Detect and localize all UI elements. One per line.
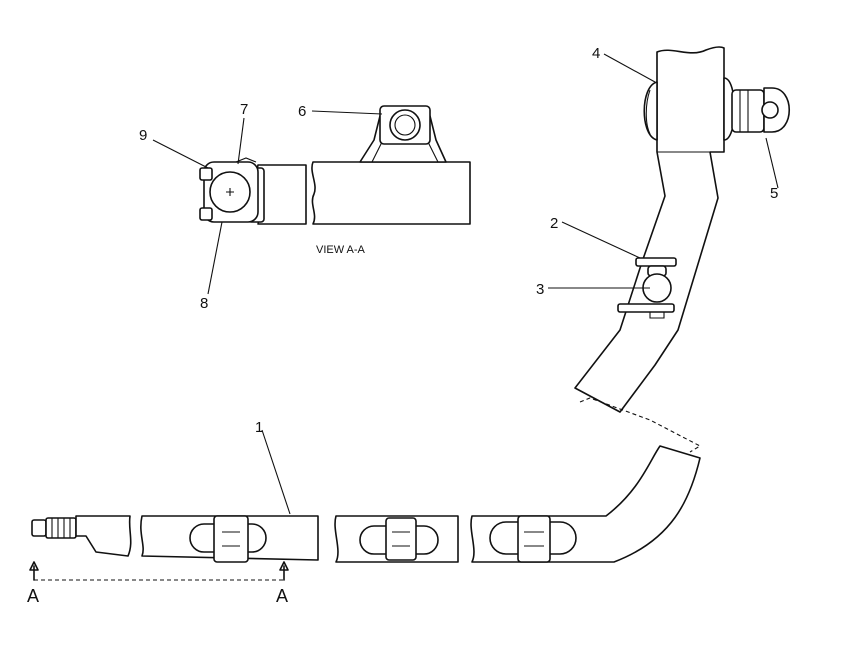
- section-label-left: A: [27, 586, 39, 606]
- callout-4: 4: [592, 45, 600, 62]
- mount-bracket: [359, 105, 447, 163]
- clamp-assembly: [199, 157, 265, 223]
- eye-fitting: [723, 77, 791, 141]
- end-cap: [643, 81, 658, 141]
- clip-block-2: [359, 517, 439, 561]
- upper-arm-assembly: 4 5 2 3: [536, 45, 791, 413]
- callout-1: 1: [255, 419, 263, 436]
- clip-block-1: [189, 515, 267, 563]
- callout-8: 8: [200, 295, 208, 312]
- callout-7: 7: [240, 101, 248, 118]
- section-label-right: A: [276, 586, 288, 606]
- stud-assembly: [617, 257, 677, 319]
- clip-block-3: [489, 515, 577, 563]
- tube-end-fitting: [31, 515, 132, 557]
- callout-3: 3: [536, 281, 544, 298]
- callout-9: 9: [139, 127, 147, 144]
- view-label: VIEW A-A: [316, 244, 366, 256]
- main-tube: 1: [31, 419, 701, 563]
- view-a-a-detail: 9 7 6 8 VIEW A-A: [139, 101, 471, 312]
- callout-6: 6: [298, 103, 306, 120]
- callout-5: 5: [770, 185, 778, 202]
- section-line-a-a: A A: [27, 561, 289, 606]
- callout-2: 2: [550, 215, 558, 232]
